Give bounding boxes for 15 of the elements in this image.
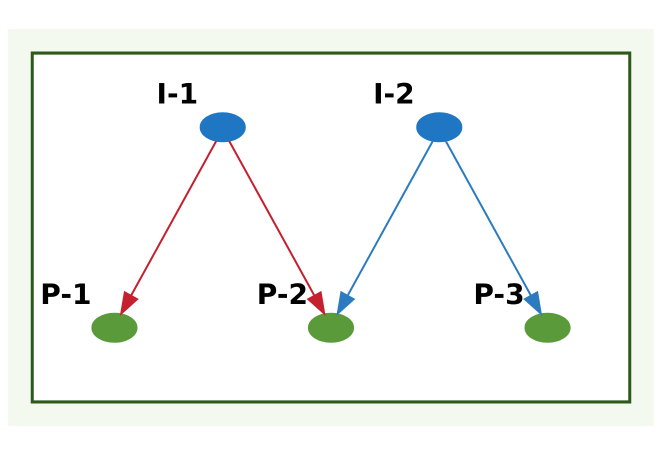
node-label: I-1 [156, 78, 198, 111]
node-label: P-3 [473, 278, 525, 312]
node-ellipse [416, 112, 462, 142]
node-label: P-1 [40, 278, 92, 312]
cluster [30, 52, 632, 404]
node-label: P-2 [256, 278, 308, 312]
arrow [336, 140, 434, 316]
arrow [120, 140, 218, 316]
node-label: I-2 [373, 78, 415, 111]
node-ellipse [308, 312, 354, 343]
arrow [228, 140, 326, 316]
node-ellipse [200, 112, 246, 142]
arrow [444, 140, 542, 316]
node-ellipse [91, 312, 138, 343]
node-ellipse [524, 312, 571, 343]
